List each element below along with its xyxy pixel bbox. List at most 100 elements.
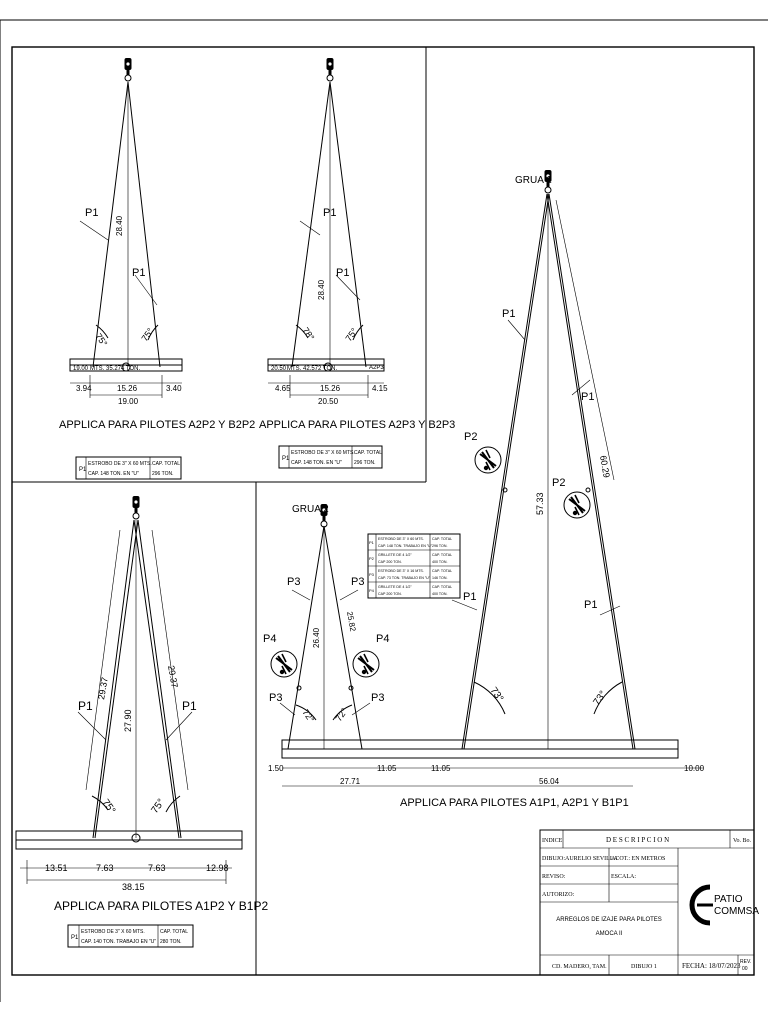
dim-height: 57.33 xyxy=(535,492,545,515)
load-left: 20.50 xyxy=(271,366,287,372)
notes-table: P1 ESTROBO DE 3" X 60 MTS. CAP. 148 TON.… xyxy=(367,533,461,599)
sling-right xyxy=(133,519,180,839)
logo-text-2: COMMSA xyxy=(714,906,759,917)
tb-autorizo: AUTORIZO: xyxy=(542,892,575,898)
sling-right xyxy=(127,81,161,368)
dim-center: 15.26 xyxy=(320,384,341,393)
tb-rev-label: REV. xyxy=(740,959,751,965)
label-member-left: P1 xyxy=(78,699,93,713)
tag-right: A2P3 xyxy=(369,365,384,371)
label-member-right: P1 xyxy=(336,267,349,279)
angle-left: 78° xyxy=(300,325,316,342)
crane-hook-icon xyxy=(124,57,132,82)
sling-left xyxy=(287,525,325,750)
svg-text:400 TON.: 400 TON. xyxy=(432,592,447,596)
dim-height: 28.40 xyxy=(317,279,326,300)
sheet-frame xyxy=(0,19,768,1002)
load-left: 19.00 xyxy=(73,366,89,372)
shackle-icon xyxy=(270,650,298,678)
dim-a: 13.51 xyxy=(45,863,68,873)
svg-text:CAP. 148 TON. EN "U": CAP. 148 TON. EN "U" xyxy=(291,460,342,466)
svg-text:P1: P1 xyxy=(282,456,290,462)
svg-text:CAP. 140 TON. TRABAJO EN "U": CAP. 140 TON. TRABAJO EN "U" xyxy=(81,939,156,945)
dim-a: 1.50 xyxy=(268,764,284,773)
panel-title: APPLICA PARA PILOTES A2P2 Y B2P2 xyxy=(59,419,255,431)
svg-text:ESTROBO DE 3" X 60 MTS.: ESTROBO DE 3" X 60 MTS. xyxy=(81,929,145,935)
panel-title: APPLICA PARA PILOTES A2P3 Y B2P3 xyxy=(259,419,455,431)
svg-text:ESTROBO DE 3" X 60 MTS.: ESTROBO DE 3" X 60 MTS. xyxy=(291,450,355,456)
label-p2: P2 xyxy=(552,477,565,489)
angle-left: 72° xyxy=(300,707,316,724)
load-mid: MTS. 42.572 TON. xyxy=(287,366,337,372)
shackle-icon xyxy=(474,446,502,474)
dim-right: 3.40 xyxy=(166,384,182,393)
dim-sling: 60.29 xyxy=(598,455,612,479)
dim-center: 15.26 xyxy=(117,384,138,393)
angle-right: 75° xyxy=(139,326,155,343)
svg-text:280 TON.: 280 TON. xyxy=(160,939,182,945)
dim-height: 28.40 xyxy=(115,215,124,236)
crane-hook-icon xyxy=(326,57,334,82)
label-p3: P3 xyxy=(269,692,282,704)
tb-drawing-number: DIBUJO 1 xyxy=(631,964,657,970)
tb-date: FECHA: 18/07/2023 xyxy=(682,962,741,970)
label-p3: P3 xyxy=(371,692,384,704)
title-block: INDICE D E S C R I P C I O N Vo. Bo. DIB… xyxy=(539,829,759,976)
svg-text:296 TON.: 296 TON. xyxy=(152,471,174,477)
tb-project-2: AMOCA II xyxy=(596,931,623,937)
svg-text:P1: P1 xyxy=(71,935,79,941)
dim-total: 38.15 xyxy=(122,882,145,892)
panel-a2p2: P1 P1 28.40 75° 75° 19.00 MTS. 35.274 TO… xyxy=(59,57,255,480)
dim-b: 7.63 xyxy=(96,863,114,873)
svg-text:CAP. TOTAL: CAP. TOTAL xyxy=(432,569,452,573)
sling-right xyxy=(546,193,634,750)
svg-text:296 TON.: 296 TON. xyxy=(432,544,447,548)
svg-text:GRILLETE DE 4 1/2": GRILLETE DE 4 1/2" xyxy=(378,553,412,557)
note-table: P1 ESTROBO DE 3" X 60 MTS. CAP. 148 TON.… xyxy=(75,456,182,480)
tb-dibujo: DIBUJO:AURELIO SEVILLA xyxy=(542,856,618,862)
dim-sling-left: 29.37 xyxy=(96,676,110,700)
tb-acot: ACOT.: EN METROS xyxy=(611,856,665,862)
logo-text-1: PATIO xyxy=(714,894,743,905)
crane-hook-icon xyxy=(132,495,140,520)
label-p1: P1 xyxy=(463,591,476,603)
note-table: P1 ESTROBO DE 3" X 60 MTS. CAP. 148 TON.… xyxy=(278,445,383,469)
note-table: P1 ESTROBO DE 3" X 60 MTS. CAP. 140 TON.… xyxy=(67,924,194,948)
svg-text:CAP. TOTAL: CAP. TOTAL xyxy=(354,450,382,456)
label-member-left: P1 xyxy=(85,207,98,219)
angle-left: 75° xyxy=(100,797,118,816)
svg-text:P4: P4 xyxy=(369,588,375,593)
sling-right xyxy=(323,525,363,750)
svg-text:CAP. TOTAL: CAP. TOTAL xyxy=(432,553,452,557)
load-mid: MTS. 35.274 TON. xyxy=(90,366,140,372)
label-crane-1: GRUA 1 xyxy=(515,175,552,186)
dim-left: 4.65 xyxy=(275,384,291,393)
dim-height: 27.90 xyxy=(123,709,133,732)
shackle-icon xyxy=(352,650,380,678)
label-p4: P4 xyxy=(263,633,276,645)
dim-c: 11.05 xyxy=(377,764,397,773)
dim-c: 7.63 xyxy=(148,863,166,873)
dim-d: 12.98 xyxy=(206,863,229,873)
label-member-right: P1 xyxy=(182,699,197,713)
dim-height: 26.40 xyxy=(312,627,321,648)
dim-left: 3.94 xyxy=(76,384,92,393)
svg-text:ESTROBO DE 3" X 60 MTS.: ESTROBO DE 3" X 60 MTS. xyxy=(378,537,424,541)
panel-a2p3: P1 P1 28.40 78° 75° 20.50 MTS. 42.572 TO… xyxy=(259,57,455,469)
svg-text:CAP. TOTAL: CAP. TOTAL xyxy=(432,585,452,589)
svg-text:CAP 200 TON.: CAP 200 TON. xyxy=(378,560,402,564)
tb-escala: ESCALA: xyxy=(611,874,636,880)
svg-text:CAP. TOTAL: CAP. TOTAL xyxy=(152,461,180,467)
svg-text:GRILLETE DE 4 1/2": GRILLETE DE 4 1/2" xyxy=(378,585,412,589)
company-logo: PATIO COMMSA xyxy=(689,884,759,926)
label-p1: P1 xyxy=(502,308,515,320)
angle-left: 73° xyxy=(488,685,506,704)
panel-a1p1: GRUA 1 P1 P1 P2 P2 P1 P1 57.33 60.29 73°… xyxy=(263,169,705,809)
dim-b: 27.71 xyxy=(340,777,361,786)
tb-descripcion: D E S C R I P C I O N xyxy=(606,836,669,844)
sling-left xyxy=(92,81,129,368)
svg-text:CAP 200 TON.: CAP 200 TON. xyxy=(378,592,402,596)
label-p1: P1 xyxy=(584,599,597,611)
svg-text:ESTROBO DE 3" X 16 MTS.: ESTROBO DE 3" X 16 MTS. xyxy=(378,569,424,573)
